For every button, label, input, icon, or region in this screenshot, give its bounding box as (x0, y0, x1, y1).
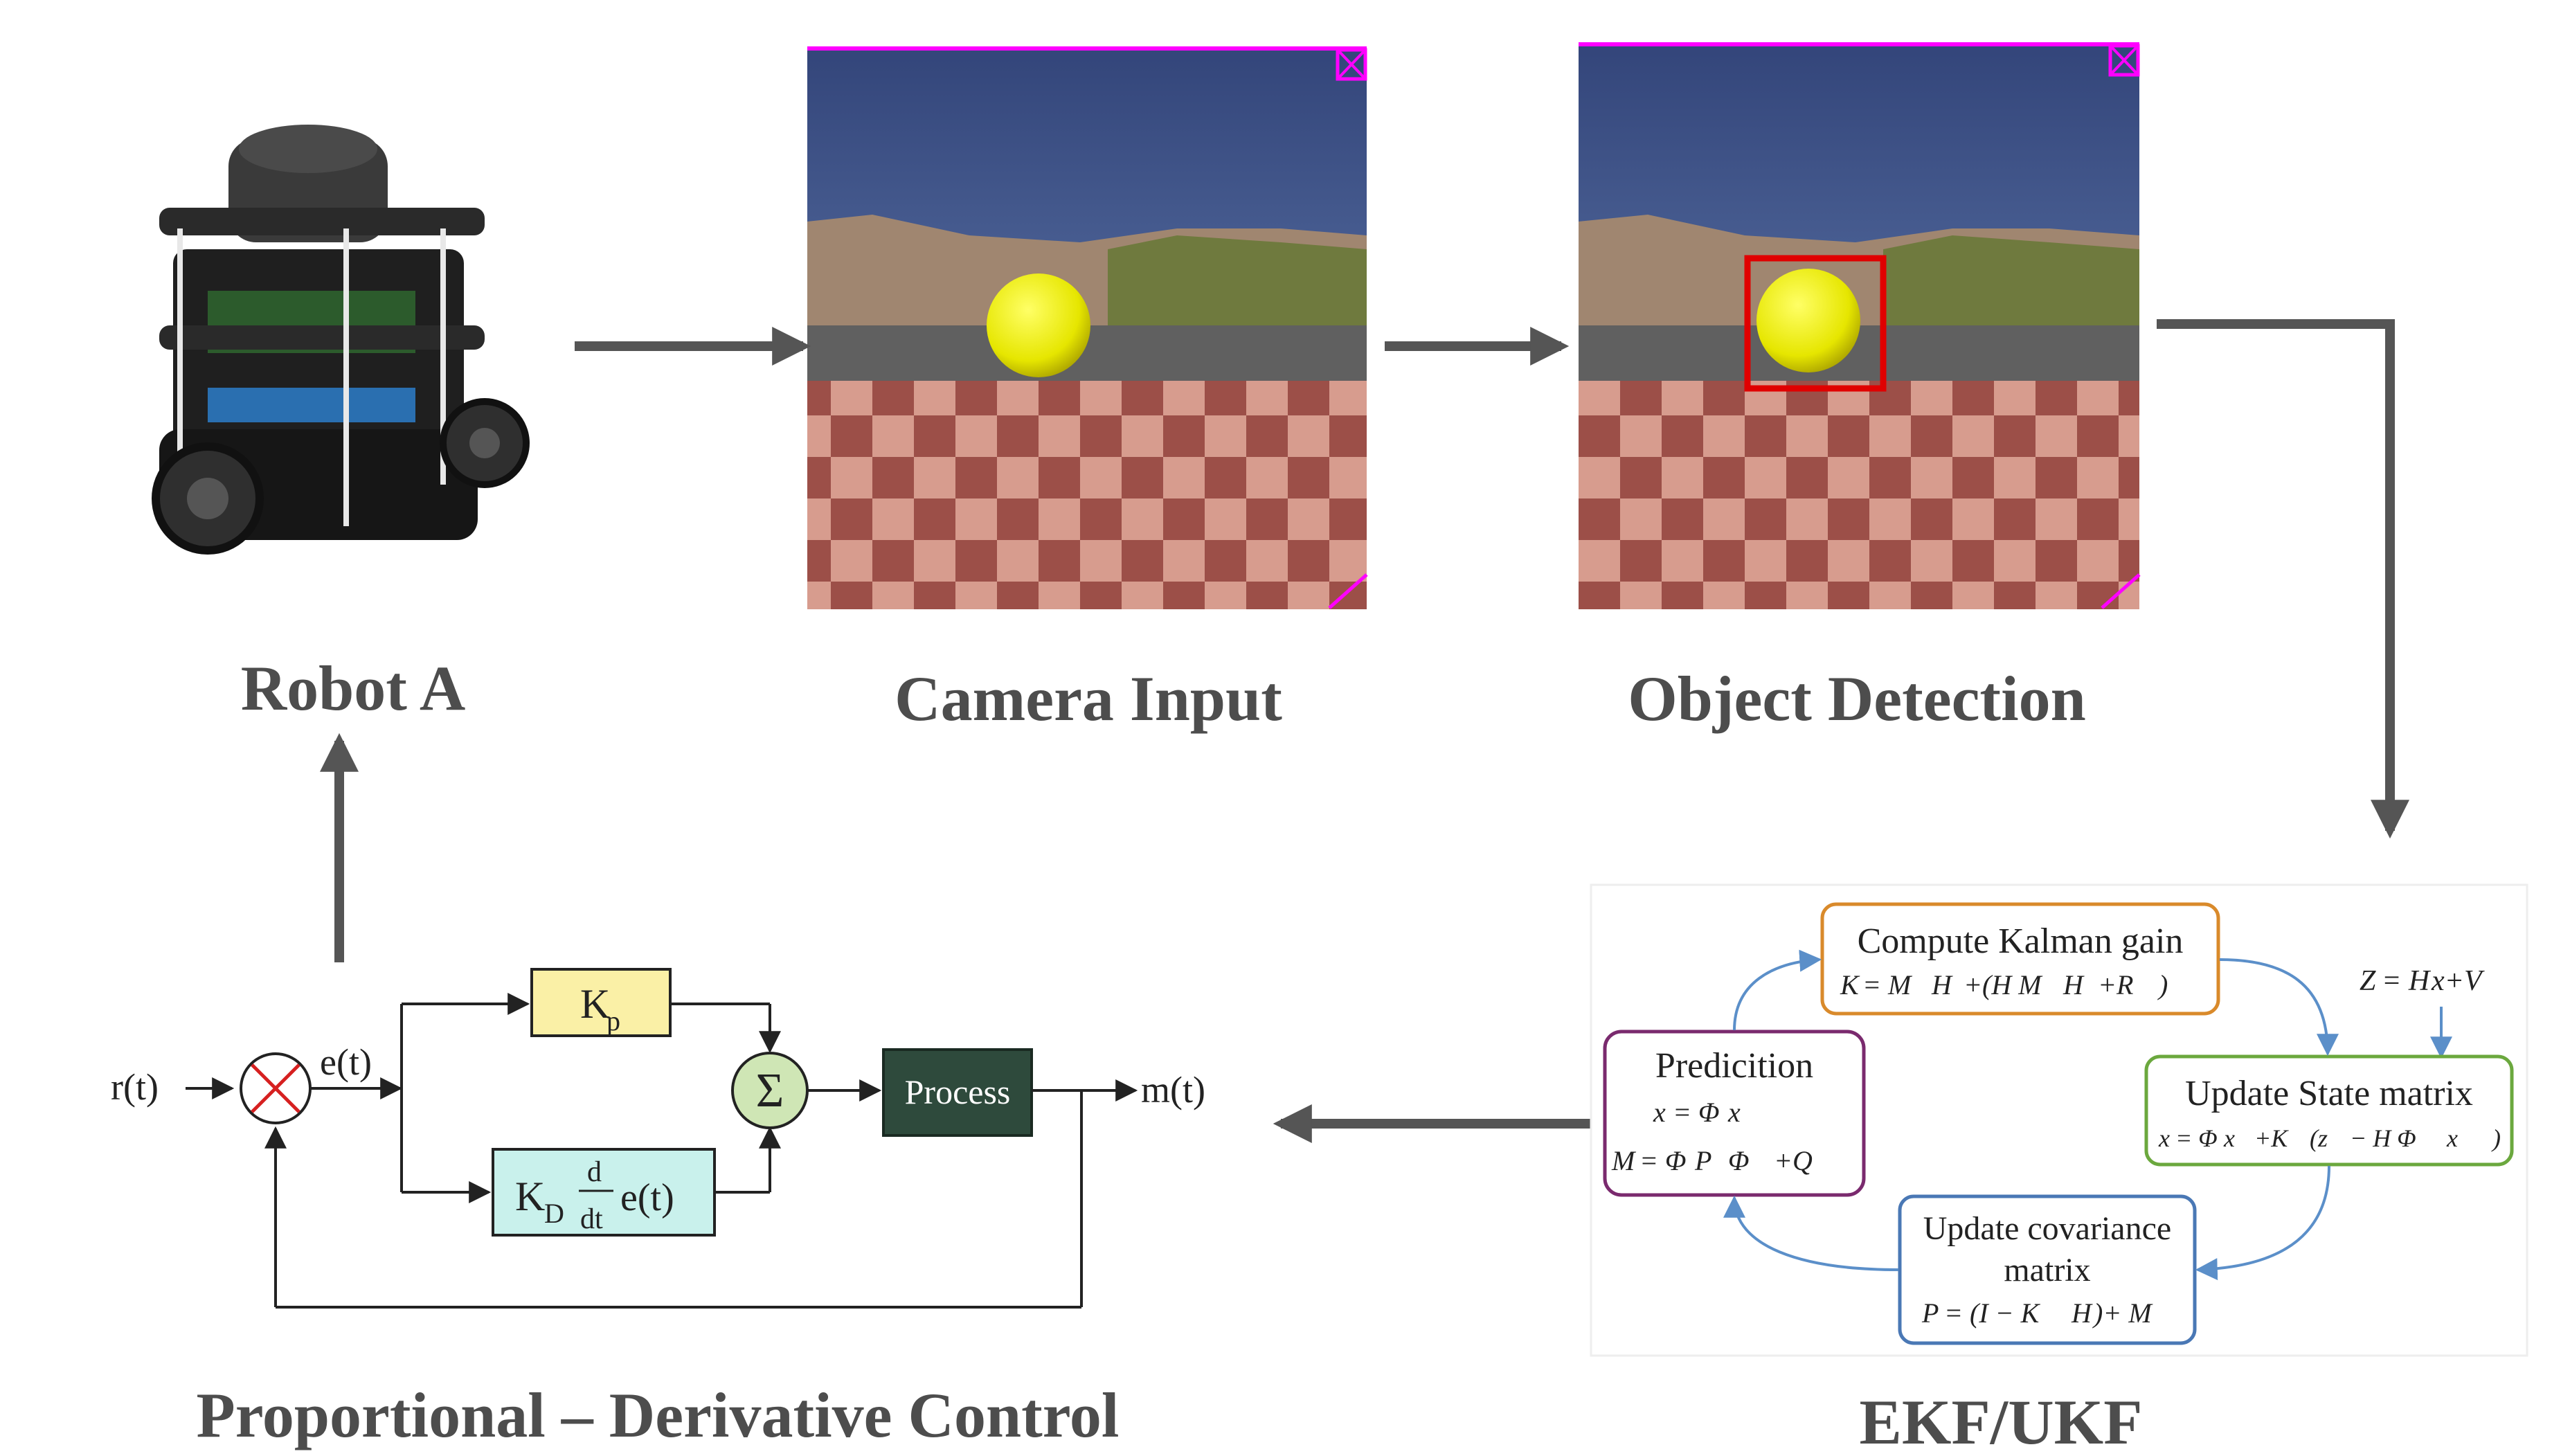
kp-block (530, 968, 672, 1037)
camera-title: Camera Input (895, 663, 1282, 734)
cycle-arrow-kalman-to-update (2219, 958, 2339, 1057)
sum-symbol: Σ (756, 1064, 784, 1117)
cycle-arrow-cov-to-pred (1723, 1195, 1899, 1271)
ekf-cycle-diagram: Compute Kalman gain K = M H +(H M H +R )… (1590, 883, 2528, 1357)
reference-label: r(t) (111, 1066, 159, 1108)
svg-text:): ) (2157, 969, 2168, 1000)
process-block (882, 1048, 1033, 1137)
kalman-close: +R (2098, 969, 2133, 1000)
kd-main: K (515, 1174, 545, 1219)
cov-mid: H (2071, 1297, 2093, 1329)
cov-title-2: matrix (2004, 1252, 2090, 1288)
update-paren2: − H Φ (2350, 1124, 2416, 1152)
update-paren: (z (2310, 1124, 2328, 1152)
kd-block (492, 1148, 716, 1237)
deriv-den: dt (580, 1203, 603, 1235)
pred-title: Predicition (1655, 1046, 1813, 1086)
pred-m: M (1611, 1145, 1637, 1176)
process-label: Process (905, 1072, 1011, 1111)
deriv-num: d (587, 1156, 602, 1188)
arrow-detection-to-ekf (2157, 319, 2409, 839)
update-title: Update State matrix (2185, 1074, 2473, 1113)
update-rhs: = Φ (2175, 1124, 2218, 1152)
kalman-rhs: = M (1862, 969, 1913, 1000)
svg-text:): ) (2491, 1124, 2501, 1152)
kalman-h: H (1931, 969, 1953, 1000)
cov-p: P (1921, 1297, 1939, 1329)
detection-title: Object Detection (1628, 663, 2086, 734)
update-mid: x (2223, 1124, 2235, 1152)
error-label: e(t) (320, 1041, 372, 1083)
kalman-gain-box (1820, 902, 2220, 1016)
robot-image (152, 125, 530, 555)
kalman-k: K (1840, 969, 1860, 1000)
kalman-title: Compute Kalman gain (1858, 922, 2184, 961)
kalman-paren: +(H M (1964, 969, 2043, 1000)
cycle-arrow-update-to-cov (2195, 1165, 2330, 1281)
pd-title: Proportional – Derivative Control (197, 1380, 1120, 1450)
obs-z: Z (2360, 965, 2376, 997)
cycle-arrow-pred-to-kalman (1733, 949, 1822, 1031)
kp-main: K (580, 981, 610, 1027)
update-mid2: +K (2254, 1124, 2289, 1152)
camera-frame-image (807, 46, 1368, 609)
output-label: m(t) (1141, 1069, 1205, 1111)
kd-sub: D (544, 1198, 564, 1229)
pred-x-rhs: = Φ (1673, 1097, 1719, 1128)
kp-sub: p (606, 1005, 620, 1036)
robot-title: Robot A (241, 653, 466, 723)
cov-tail: )+ M (2092, 1297, 2153, 1329)
update-close: x (2446, 1124, 2458, 1152)
obs-rhs: = H (2382, 965, 2432, 997)
ekf-title: EKF/UKF (1860, 1387, 2143, 1453)
comparator-icon (240, 1052, 312, 1124)
pred-x: x (1653, 1097, 1666, 1128)
bounding-box (1744, 255, 1887, 392)
detection-frame-image (1579, 42, 2141, 609)
kd-signal: e(t) (620, 1176, 674, 1219)
pred-m-rhs: = Φ (1639, 1145, 1686, 1176)
update-covariance-box (1898, 1194, 2197, 1345)
prediction-box (1603, 1030, 1866, 1197)
cov-title-1: Update covariance (1923, 1210, 2171, 1247)
kalman-h2: H (2063, 969, 2085, 1000)
obs-tail: x+V (2431, 965, 2485, 997)
pd-block-diagram: r(t) e(t) K p K D d dt e(t) Σ Proce (111, 968, 1205, 1309)
update-x: x (2158, 1124, 2170, 1152)
cov-rhs: = (I − K (1944, 1297, 2041, 1329)
pred-x-tail: x (1727, 1097, 1741, 1128)
pred-m-p: P (1694, 1145, 1711, 1176)
summing-junction-icon: Σ (731, 1052, 809, 1129)
pred-m-tail: +Q (1774, 1145, 1813, 1176)
update-state-box (2144, 1054, 2514, 1167)
pred-m-phi: Φ (1728, 1145, 1749, 1176)
